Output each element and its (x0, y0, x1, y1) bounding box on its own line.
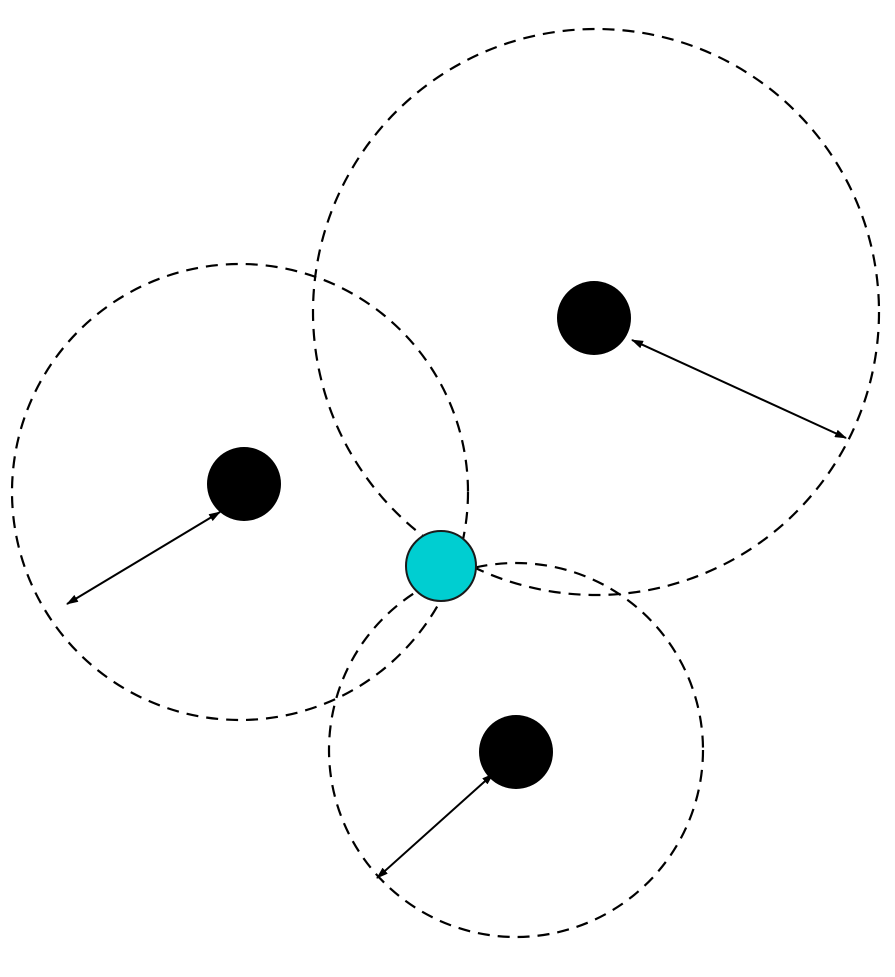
anchor-node-top-right (557, 281, 631, 355)
radius-arrow-top-right (631, 339, 847, 439)
radius-arrow-left (66, 511, 221, 605)
range-circle-top-right (311, 27, 881, 597)
anchor-nodes (207, 281, 631, 789)
radius-arrow-bottom (376, 773, 494, 879)
target-node (405, 530, 477, 602)
range-circle-left (10, 262, 470, 722)
range-circles (10, 27, 881, 939)
radius-arrows (66, 339, 847, 879)
anchor-node-bottom (479, 715, 553, 789)
range-circle-bottom (327, 561, 705, 939)
anchor-node-left (207, 447, 281, 521)
